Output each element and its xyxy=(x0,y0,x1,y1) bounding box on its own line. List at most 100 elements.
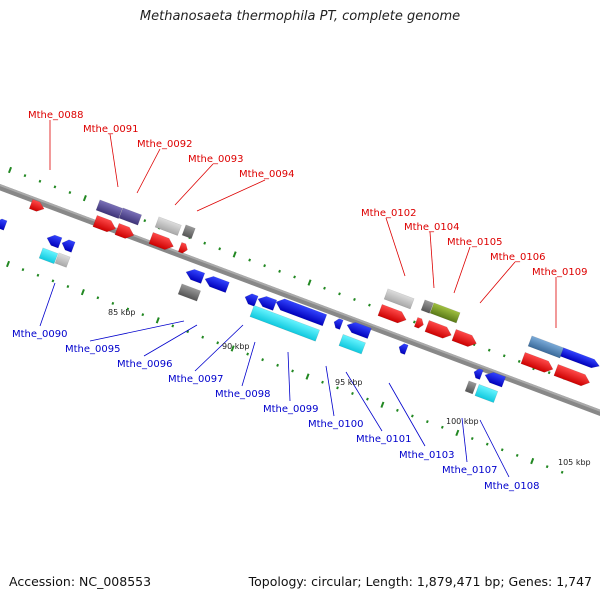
gene-dark-c[interactable] xyxy=(177,283,201,302)
gene-label-mthe-0094[interactable]: Mthe_0094 xyxy=(239,169,295,180)
gene-label-mthe-0103[interactable]: Mthe_0103 xyxy=(399,450,455,461)
genome-backbone xyxy=(0,156,600,444)
gene-purple-a[interactable] xyxy=(95,199,123,219)
gene-mthe-0103[interactable] xyxy=(397,342,409,355)
gene-label-mthe-0095[interactable]: Mthe_0095 xyxy=(65,344,121,355)
gene-grey-b[interactable] xyxy=(383,288,415,310)
gene-mthe-0108[interactable] xyxy=(483,370,506,388)
gene-mthe-0101-cyan[interactable] xyxy=(338,334,366,355)
leader-lines xyxy=(39,120,557,478)
leader-line xyxy=(461,417,468,463)
outer-scale-tick xyxy=(38,179,42,183)
inner-scale-tick xyxy=(366,397,369,401)
inner-scale-tick xyxy=(6,260,10,268)
gene-steel-a[interactable] xyxy=(527,335,565,359)
inner-scale-tick xyxy=(21,268,25,272)
gene-label-mthe-0093[interactable]: Mthe_0093 xyxy=(188,154,244,165)
gene-mthe-0099[interactable] xyxy=(249,305,320,342)
gene-label-mthe-0090[interactable]: Mthe_0090 xyxy=(12,329,68,340)
leader-line xyxy=(39,282,56,327)
gene-label-mthe-0109[interactable]: Mthe_0109 xyxy=(532,267,588,278)
gene-label-mthe-0096[interactable]: Mthe_0096 xyxy=(117,359,173,370)
gene-mthe-0090-grey[interactable] xyxy=(54,252,71,268)
gene-mthe-0091-a[interactable] xyxy=(92,215,118,234)
gene-label-mthe-0099[interactable]: Mthe_0099 xyxy=(263,404,319,415)
gene-mthe-0105[interactable] xyxy=(451,329,479,349)
inner-scale-tick xyxy=(171,324,175,328)
gene-purple-b[interactable] xyxy=(118,207,142,226)
gene-mthe-0096[interactable] xyxy=(203,274,230,293)
gene-label-mthe-0100[interactable]: Mthe_0100 xyxy=(308,419,364,430)
leader-line xyxy=(345,371,383,432)
gene-mthe-0106[interactable] xyxy=(520,352,555,374)
gene-label-mthe-0104[interactable]: Mthe_0104 xyxy=(404,222,460,233)
outer-scale-tick xyxy=(323,286,326,290)
leader-line xyxy=(136,148,161,194)
inner-scale-tick xyxy=(216,341,220,345)
gene-label-mthe-0102[interactable]: Mthe_0102 xyxy=(361,208,417,219)
gene-mthe-0107[interactable] xyxy=(472,367,484,380)
inner-scale-tick xyxy=(291,369,294,373)
gene-mthe-0090-cyan[interactable] xyxy=(38,247,59,265)
gene-label-mthe-0088[interactable]: Mthe_0088 xyxy=(28,110,84,121)
gene-mthe-0107-dark[interactable] xyxy=(464,380,477,395)
gene-label-mthe-0106[interactable]: Mthe_0106 xyxy=(490,252,546,263)
outer-scale-tick xyxy=(278,269,281,273)
gene-mthe-0104-b[interactable] xyxy=(424,320,454,340)
gene-olive[interactable] xyxy=(429,302,461,324)
leader-line xyxy=(241,341,256,387)
gene-label-mthe-0092[interactable]: Mthe_0092 xyxy=(137,139,193,150)
outer-scale-tick xyxy=(307,279,312,286)
inner-scale-tick xyxy=(96,296,100,300)
inner-scale-tick xyxy=(425,420,429,424)
gene-mthe-0098[interactable] xyxy=(256,294,278,311)
inner-scale-tick xyxy=(246,352,250,356)
gene-mthe-0100[interactable] xyxy=(332,317,344,330)
inner-scale-tick xyxy=(380,401,385,408)
gene-label-mthe-0108[interactable]: Mthe_0108 xyxy=(484,481,540,492)
gene-grey-a[interactable] xyxy=(154,216,182,236)
gene-mthe-0101[interactable] xyxy=(345,320,372,339)
gene-label-mthe-0091[interactable]: Mthe_0091 xyxy=(83,124,139,135)
tick-label-90kbp: 90 kbp xyxy=(222,342,250,351)
inner-scale-tick xyxy=(545,465,549,469)
gene-label-mthe-0097[interactable]: Mthe_0097 xyxy=(168,374,224,385)
leader-line xyxy=(479,261,516,304)
outer-scale-tick xyxy=(353,297,356,301)
leader-line xyxy=(89,320,185,342)
gene-mthe-0102[interactable] xyxy=(377,304,408,325)
tick-label-85kbp: 85 kbp xyxy=(108,308,136,317)
outer-scale-tick xyxy=(68,190,72,195)
leader-line xyxy=(325,365,335,417)
gene-mthe-0089[interactable] xyxy=(45,233,63,249)
inner-scale-tick xyxy=(411,414,414,418)
inner-scale-tick xyxy=(485,442,489,446)
outer-scale-tick xyxy=(8,166,12,174)
gene-mthe-0108-cyan[interactable] xyxy=(474,384,499,403)
gene-mthe-0099-blue[interactable] xyxy=(274,296,328,327)
figure-title: Methanosaeta thermophila PT, complete ge… xyxy=(139,9,461,24)
gene-mthe-0091-b[interactable] xyxy=(114,223,136,241)
gene-label-mthe-0105[interactable]: Mthe_0105 xyxy=(447,237,503,248)
gene-mthe-0097[interactable] xyxy=(243,292,259,307)
gene-mthe-0109-a[interactable] xyxy=(553,364,592,388)
gene-dark-a[interactable] xyxy=(181,224,196,239)
outer-scale-tick xyxy=(293,275,296,279)
gene-dark-b[interactable] xyxy=(420,299,434,314)
gene-label-mthe-0101[interactable]: Mthe_0101 xyxy=(356,434,412,445)
gene-mthe-0095[interactable] xyxy=(184,267,206,284)
outer-scale-tick xyxy=(517,359,521,363)
outer-scale-tick xyxy=(368,303,371,307)
gene-blue-right[interactable] xyxy=(560,347,600,370)
gene-mthe-0090-b[interactable] xyxy=(60,238,76,253)
gene-mthe-0088[interactable] xyxy=(28,198,46,213)
gene-mthe-0092[interactable] xyxy=(148,232,176,252)
gene-mthe-0104-a[interactable] xyxy=(413,316,425,329)
gene-mthe-0093[interactable] xyxy=(177,241,189,254)
gene-label-mthe-0107[interactable]: Mthe_0107 xyxy=(442,465,498,476)
outer-scale-tick xyxy=(487,348,491,352)
outer-scale-tick xyxy=(263,264,266,268)
gene-left-blue[interactable] xyxy=(0,217,8,231)
gene-label-mthe-0098[interactable]: Mthe_0098 xyxy=(215,389,271,400)
inner-scale-tick xyxy=(455,429,460,437)
